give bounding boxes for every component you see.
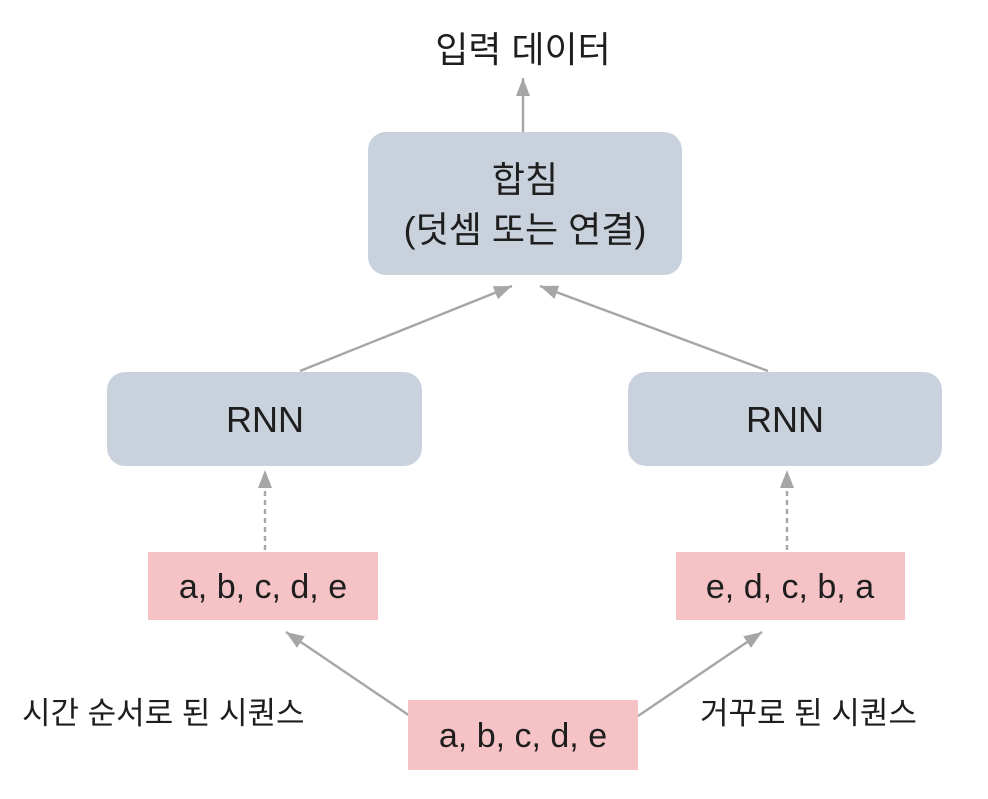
merge-title: 합침: [492, 159, 558, 200]
backward-annotation: 거꾸로 된 시퀀스: [700, 696, 917, 731]
output-label: 입력 데이터: [435, 29, 611, 70]
backward-sequence-box: [676, 552, 905, 620]
arrow-input-to-backward-seq: [637, 631, 763, 717]
backward-sequence-label: e, d, c, b, a: [706, 568, 874, 606]
merge-box: [368, 132, 682, 275]
forward-annotation: 시간 순서로 된 시퀀스: [22, 696, 305, 731]
forward-sequence-box: [148, 552, 378, 620]
merge-node: 합침 (덧셈 또는 연결): [368, 132, 682, 275]
forward-rnn-box: [107, 372, 422, 466]
arrow-backward-rnn-to-merge: [539, 284, 769, 373]
input-sequence-label: a, b, c, d, e: [439, 717, 607, 755]
arrow-input-to-forward-seq: [285, 631, 411, 717]
backward-rnn-label: RNN: [746, 399, 824, 440]
forward-sequence-label: a, b, c, d, e: [179, 568, 347, 606]
backward-rnn-node: RNN: [628, 372, 942, 466]
forward-rnn-label: RNN: [226, 399, 304, 440]
input-sequence-box: [408, 700, 638, 770]
arrow-forward-rnn-to-merge: [299, 284, 513, 373]
backward-rnn-box: [628, 372, 942, 466]
forward-rnn-node: RNN: [107, 372, 422, 466]
merge-subtitle: (덧셈 또는 연결): [404, 209, 647, 250]
input-sequence-node: a, b, c, d, e: [408, 700, 638, 770]
backward-sequence-node: e, d, c, b, a: [676, 552, 905, 620]
forward-sequence-node: a, b, c, d, e: [148, 552, 378, 620]
